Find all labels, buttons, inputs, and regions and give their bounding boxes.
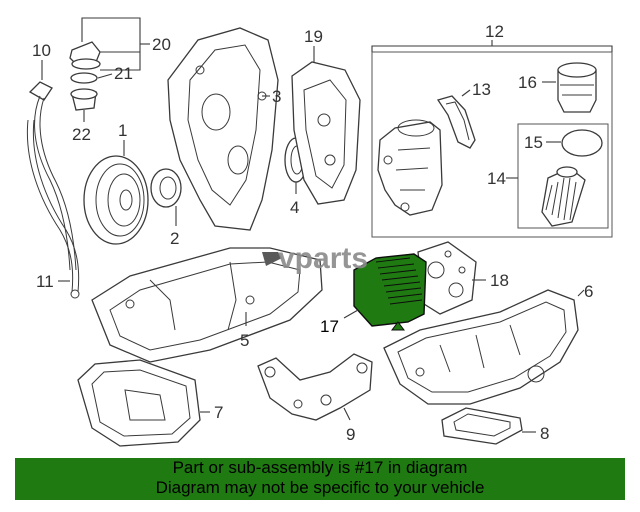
callout-10: 10 xyxy=(32,41,51,60)
callout-19: 19 xyxy=(304,27,323,46)
parts-diagram: 12 13 16 15 14 20 xyxy=(26,17,613,447)
crank-hub-icon xyxy=(150,168,182,208)
lower-oil-pan-icon xyxy=(77,359,201,447)
callout-14: 14 xyxy=(487,169,506,188)
filler-seal-icon xyxy=(70,72,98,84)
callout-1: 1 xyxy=(118,121,127,140)
callout-3: 3 xyxy=(272,87,281,106)
filler-cap-icon xyxy=(69,41,101,70)
info-banner: Part or sub-assembly is #17 in diagram D… xyxy=(15,458,625,500)
callout-4: 4 xyxy=(290,198,299,217)
filter-element-box xyxy=(517,123,609,229)
rear-cover-icon xyxy=(291,61,361,205)
callout-22: 22 xyxy=(72,125,91,144)
callout-20: 20 xyxy=(152,35,171,54)
housing-gasket-icon xyxy=(436,95,476,149)
callout-16: 16 xyxy=(518,73,537,92)
upper-oil-pan-icon xyxy=(91,247,323,363)
timing-cover-icon xyxy=(167,27,279,231)
pan-gasket-icon xyxy=(441,407,523,445)
filter-assembly-box xyxy=(371,51,613,238)
engine-bracket-icon xyxy=(257,353,373,421)
callout-18: 18 xyxy=(490,271,509,290)
callout-5: 5 xyxy=(240,331,249,350)
callout-8: 8 xyxy=(540,424,549,443)
callout-21: 21 xyxy=(114,64,133,83)
dipstick-icon xyxy=(28,81,77,271)
oil-filter-housing-icon xyxy=(377,119,443,216)
filter-element-icon xyxy=(541,166,586,227)
oil-pan-icon xyxy=(383,289,579,405)
svg-text:vparts: vparts xyxy=(278,242,368,275)
callout-7: 7 xyxy=(214,403,223,422)
callout-15: 15 xyxy=(524,133,543,152)
banner-line-1: Part or sub-assembly is #17 in diagram xyxy=(172,458,468,477)
callout-12: 12 xyxy=(485,22,504,41)
filler-neck-icon xyxy=(70,88,98,111)
crank-pulley-icon xyxy=(83,155,149,245)
vparts-logo: vparts xyxy=(262,242,368,275)
callout-11: 11 xyxy=(36,272,54,291)
seal-ring-icon xyxy=(561,129,603,157)
oil-cooler-highlighted-icon xyxy=(353,253,427,331)
callout-2: 2 xyxy=(170,229,179,248)
cooler-gasket-icon xyxy=(417,241,477,315)
dipstick-tube-icon xyxy=(26,119,80,299)
filter-cap-icon xyxy=(557,62,597,113)
callout-6: 6 xyxy=(584,282,593,301)
callout-17: 17 xyxy=(320,317,339,336)
callout-13: 13 xyxy=(472,80,491,99)
callout-9: 9 xyxy=(346,425,355,444)
banner-line-2: Diagram may not be specific to your vehi… xyxy=(155,478,485,497)
